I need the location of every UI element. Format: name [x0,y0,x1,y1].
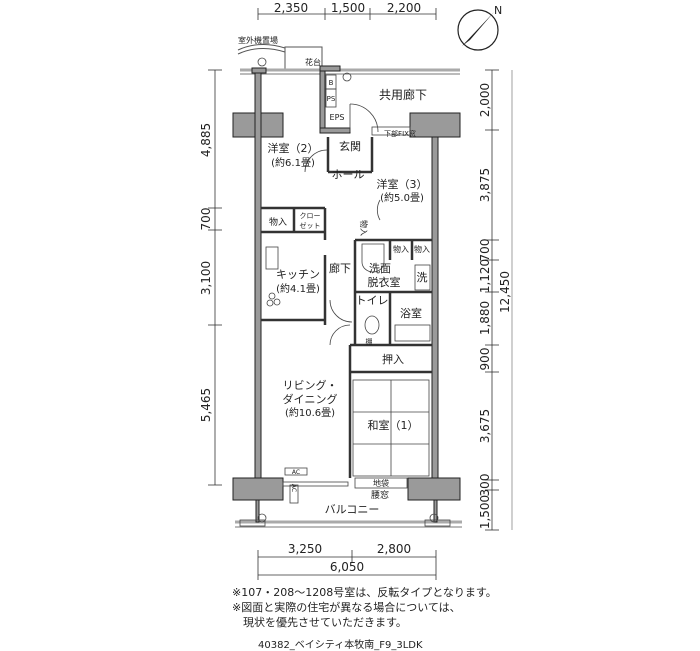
b-label: B [329,79,334,87]
living-size: (約10.6畳) [285,406,335,419]
dim-right-4: 1,120 [478,259,492,293]
outdoor-unit-label: 室外機置場 [238,35,278,45]
north-label: N [494,4,502,17]
hall-label: ホール [332,168,365,181]
dim-left-3: 3,100 [199,261,213,295]
note-2: ※図面と実際の住宅が異なる場合については、 [232,601,461,614]
fixtures [239,57,451,527]
shelf-label: 棚 [366,337,373,346]
oshiire-label: 押入 [382,352,404,366]
dim-right-2: 3,875 [478,168,492,202]
dim-left-1: 4,885 [199,123,213,157]
note-1: ※107・208～1208号室は、反転タイプとなります。 [232,586,497,599]
jibukuro-label: 地袋 [373,478,389,488]
toilet-label: トイレ [356,294,389,307]
dim-right-5: 1,880 [478,301,492,335]
dim-bottom-2: 2,800 [377,542,411,556]
ac-label-1: AC [292,469,300,476]
dim-bottom-total: 6,050 [330,560,364,574]
entrance-label: 玄関 [339,139,361,153]
washroom-label-2: 脱衣室 [368,275,401,289]
western-room-2-label: 洋室（2） [268,141,319,155]
bath-label: 浴室 [400,306,422,320]
common-corridor-label: 共用廊下 [379,87,427,102]
dimension-lines [208,8,513,580]
storage-label-1: 物入 [269,216,287,228]
partitions [261,137,432,478]
ps-label: PS [327,95,336,103]
fix-window-label: 下部FIX窓 [384,129,416,138]
kitchen-label: キッチン [276,268,320,281]
dim-right-1: 2,000 [478,83,492,117]
dim-right-7: 3,675 [478,409,492,443]
japanese-room-label: 和室（1） [368,418,419,432]
storage-label-3: 物入 [393,244,409,254]
walls [232,65,461,523]
dim-top-2: 1,500 [331,1,365,15]
living-label-2: ダイニング [283,392,338,406]
dim-right-6: 900 [478,348,492,371]
caption: 40382_ベイシティ本牧南_F9_3LDK [258,640,423,651]
waist-window-label: 腰窓 [371,489,389,501]
western-room-2-size: (約6.1畳) [271,156,315,169]
dim-right-total: 12,450 [498,271,512,313]
western-room-3-size: (約5.0畳) [380,191,424,204]
dim-top-1: 2,350 [274,1,308,15]
storage-label-2: 物入 [359,220,369,236]
eps-label: EPS [330,113,345,122]
western-room-3-label: 洋室（3） [377,177,428,191]
washroom-label-1: 洗面 [369,262,391,275]
dim-right-8: 300 [478,474,492,497]
planter-label: 花台 [305,57,321,67]
dim-top-3: 2,200 [387,1,421,15]
storage-label-4: 物入 [414,244,430,254]
north-compass-icon: N [457,4,502,51]
note-3: 現状を優先させていただきます。 [232,616,407,629]
closet-label-2: ゼット [300,221,321,230]
closet-label-1: クロー [300,212,321,220]
hallway-label: 廊下 [329,261,351,275]
washer-label: 洗 [417,271,428,284]
ac-label-2: AC [290,484,297,492]
dim-bottom-1: 3,250 [288,542,322,556]
dim-left-4: 5,465 [199,388,213,422]
living-label-1: リビング・ [283,378,338,392]
dim-left-2: 700 [199,208,213,231]
kitchen-size: (約4.1畳) [276,282,320,295]
balcony-label: バルコニー [325,503,380,516]
dim-right-3: 700 [478,239,492,262]
dim-right-9: 1,500 [478,495,492,529]
